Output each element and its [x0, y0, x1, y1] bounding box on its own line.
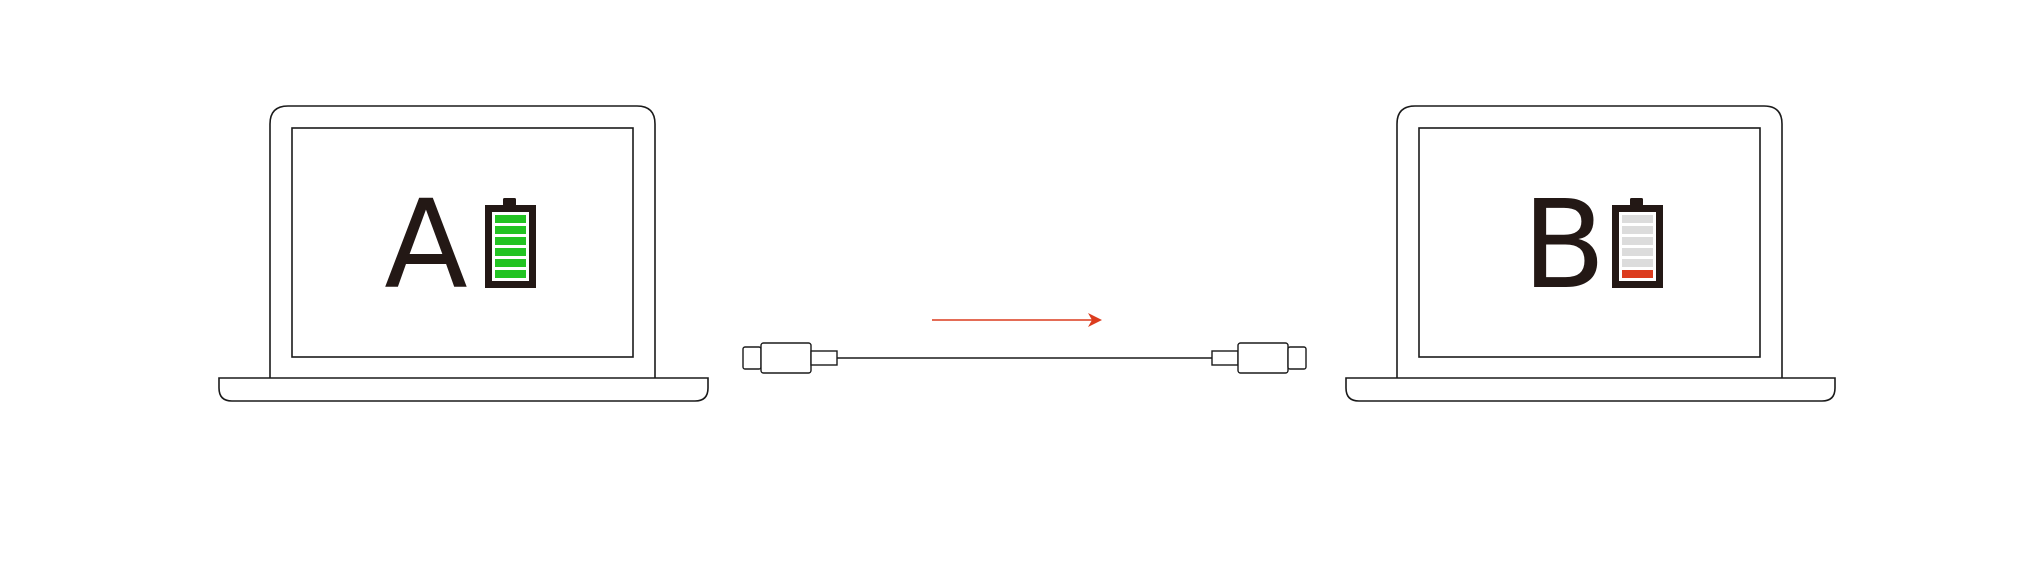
laptop-a-icon: A [218, 105, 709, 402]
battery-a-cells [495, 215, 526, 278]
battery-cell [1622, 248, 1653, 256]
usb-cable [742, 342, 1307, 374]
battery-cell [1622, 237, 1653, 245]
arrow-right-icon [932, 313, 1102, 327]
battery-cell [1622, 270, 1653, 278]
battery-cell [495, 215, 526, 223]
laptop-b-screen [1418, 127, 1761, 358]
battery-cell [1622, 226, 1653, 234]
laptop-b-icon: B [1345, 105, 1836, 402]
battery-a-icon [485, 198, 536, 288]
usb-c-plug-icon [742, 342, 838, 374]
battery-b-icon [1612, 198, 1663, 288]
battery-cell [495, 248, 526, 256]
battery-cell [1622, 215, 1653, 223]
battery-cell [495, 226, 526, 234]
laptop-b-base [1345, 377, 1836, 402]
battery-cell [495, 237, 526, 245]
usb-c-plug-icon [1211, 342, 1307, 374]
laptop-a-letter: A [384, 174, 467, 316]
battery-b-cells [1622, 215, 1653, 278]
battery-cell [1622, 259, 1653, 267]
laptop-a-screen [291, 127, 634, 358]
laptop-a-base [218, 377, 709, 402]
laptop-b-letter: B [1522, 174, 1606, 316]
battery-cell [495, 270, 526, 278]
battery-cell [495, 259, 526, 267]
